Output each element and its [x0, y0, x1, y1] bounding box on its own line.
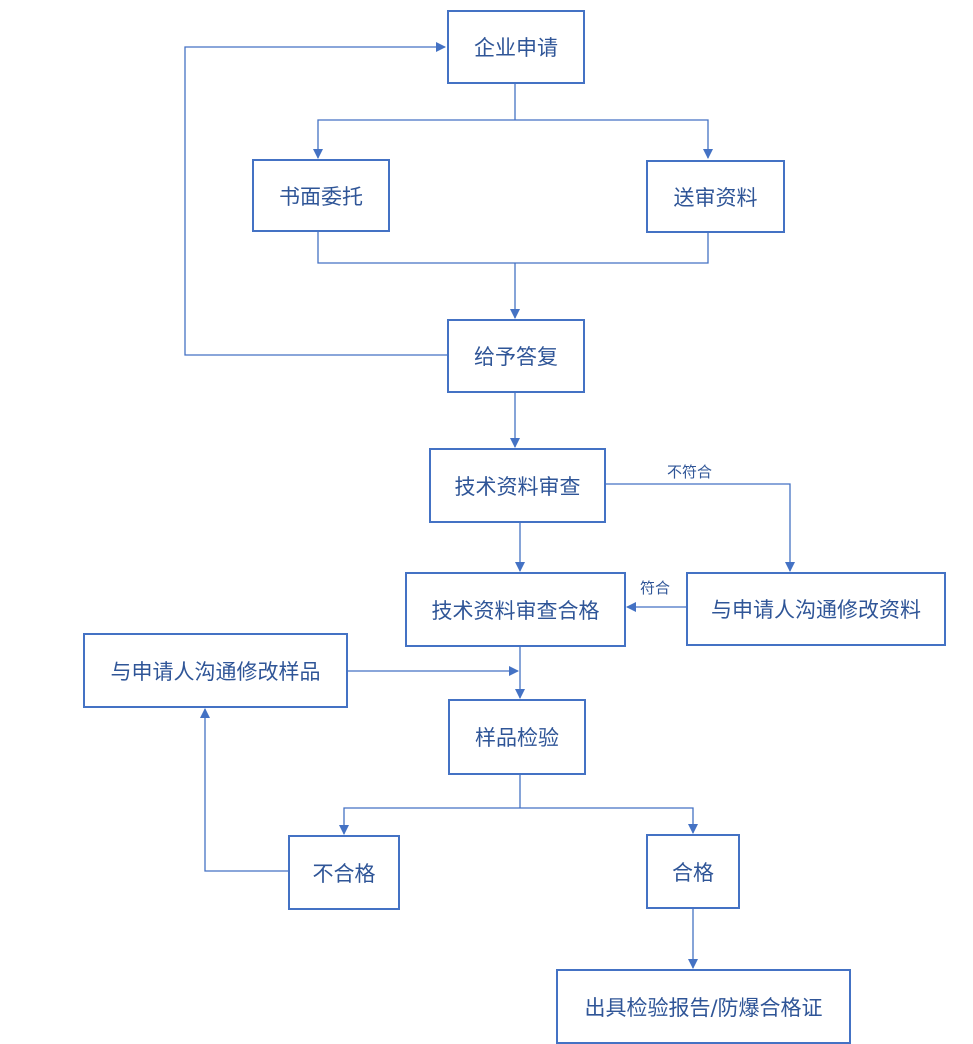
arrow-to-submit	[515, 119, 713, 159]
node-inspect: 样品检验	[448, 699, 586, 775]
node-modify-docs: 与申请人沟通修改资料	[686, 572, 946, 646]
node-review-pass: 技术资料审查合格	[405, 572, 626, 647]
edge-label-not-conform: 不符合	[667, 463, 713, 481]
arrow-to-entrust	[313, 119, 515, 159]
node-entrust: 书面委托	[252, 159, 390, 232]
node-reply: 给予答复	[447, 319, 585, 393]
connector-entrust-merge	[317, 231, 709, 264]
arrow-reply-to-apply	[184, 42, 447, 356]
node-pass: 合格	[646, 834, 740, 909]
node-fail: 不合格	[288, 835, 400, 910]
node-apply: 企业申请	[447, 10, 585, 84]
arrow-to-fail	[339, 807, 520, 835]
arrow-review-to-modify-docs	[605, 483, 795, 572]
edge-label-conform: 符合	[640, 579, 671, 597]
node-modify-sample: 与申请人沟通修改样品	[83, 633, 348, 708]
arrow-fail-to-modify-sample	[200, 708, 289, 872]
node-submit: 送审资料	[646, 160, 785, 233]
arrow-to-pass	[520, 807, 698, 834]
node-review: 技术资料审查	[429, 448, 606, 523]
node-certificate: 出具检验报告/防爆合格证	[556, 969, 851, 1044]
